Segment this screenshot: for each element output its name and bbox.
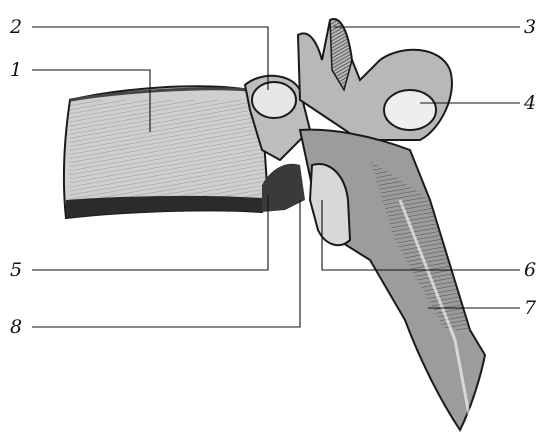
superior-articular-process xyxy=(298,19,452,140)
vertebral-body xyxy=(64,86,268,218)
label-7: 7 xyxy=(524,297,537,319)
label-1: 1 xyxy=(10,59,22,81)
label-4: 4 xyxy=(523,92,536,114)
label-2: 2 xyxy=(9,16,22,38)
label-3: 3 xyxy=(524,16,536,38)
label-5: 5 xyxy=(10,259,22,281)
label-8: 8 xyxy=(10,316,22,338)
label-6: 6 xyxy=(524,259,536,281)
